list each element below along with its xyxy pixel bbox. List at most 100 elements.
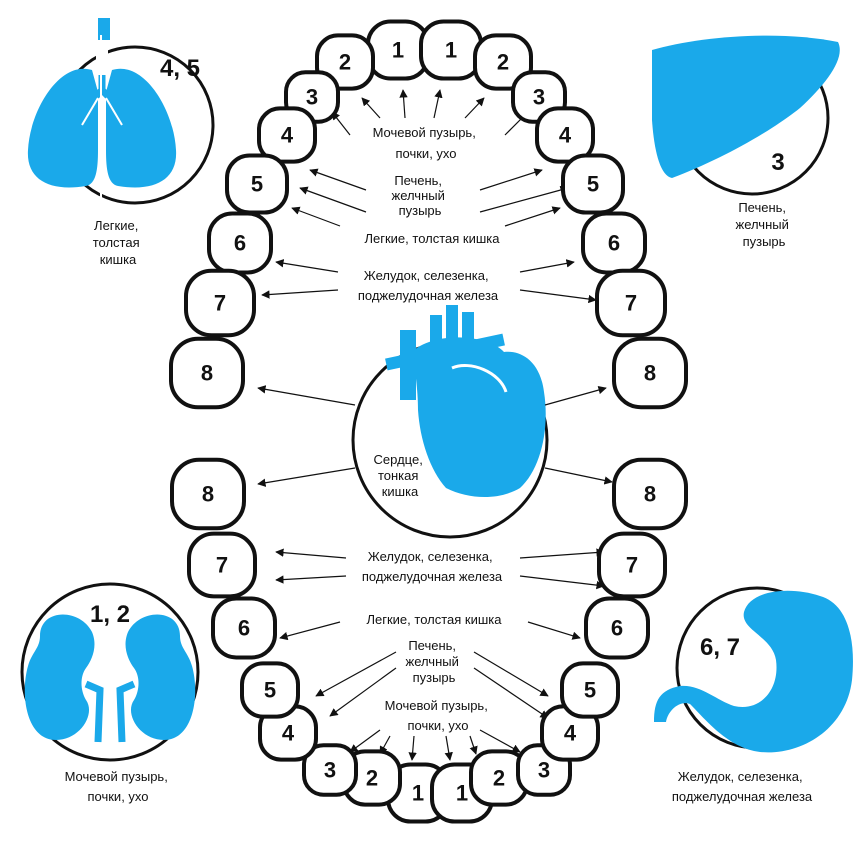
lower-right-tooth-7-number: 7 xyxy=(626,553,638,578)
upper-right-tooth-8-number: 8 xyxy=(644,361,656,386)
lower-label-lungs: Легкие, толстая кишка xyxy=(366,612,502,627)
upper-right-tooth-4: 4 xyxy=(535,106,595,164)
upper-left-tooth-8-outline xyxy=(169,336,245,410)
lower-left-tooth-5-outline xyxy=(240,661,300,719)
upper-right-tooth-5-number: 5 xyxy=(587,172,599,197)
lower-right-tooth-8: 8 xyxy=(612,457,688,531)
lower-left-tooth-6: 6 xyxy=(211,596,277,660)
upper-left-tooth-6-number: 6 xyxy=(234,231,246,256)
upper-bladder-arrow-3 xyxy=(464,97,485,119)
upper-stomach-arrow-2 xyxy=(261,289,339,299)
upper-left-tooth-8: 8 xyxy=(169,336,245,410)
upper-left-tooth-2-number: 2 xyxy=(339,50,351,75)
lower-liver-arrow-2 xyxy=(329,667,397,717)
upper-bladder-arrow-2 xyxy=(433,89,443,119)
upper-stomach-arrow-0 xyxy=(275,259,339,273)
arrows-layer xyxy=(257,89,613,761)
upper-left-tooth-1-number: 1 xyxy=(392,38,404,63)
lower-right-tooth-7-outline xyxy=(597,531,667,599)
upper-right-tooth-2: 2 xyxy=(473,33,533,91)
lower-right-tooth-5: 5 xyxy=(560,661,620,719)
lower-left-tooth-7-outline xyxy=(187,531,257,599)
lower-left-tooth-7: 7 xyxy=(187,531,257,599)
upper-right-tooth-8-outline xyxy=(612,336,688,410)
upper-left-tooth-7-number: 7 xyxy=(214,291,226,316)
lower-left-tooth-6-number: 6 xyxy=(238,616,250,641)
upper-lungs-arrow-1 xyxy=(504,206,561,227)
upper-left-tooth-4-outline xyxy=(257,106,317,164)
upper-label-bladder: Мочевой пузырь, почки, ухо xyxy=(373,125,480,161)
heart-label: Сердце, тонкая кишка xyxy=(374,452,427,499)
upper-left-tooth-3-number: 3 xyxy=(306,85,318,110)
lower-left-tooth-2-number: 2 xyxy=(366,766,378,791)
upper-liver-arrow-1 xyxy=(479,168,543,191)
heart-icon xyxy=(385,305,546,497)
lower-label-liver: Печень, желчный пузырь xyxy=(406,638,463,685)
lower-right-tooth-1-number: 1 xyxy=(456,781,468,806)
upper-label-stomach: Желудок, селезенка, поджелудочная железа xyxy=(358,268,499,303)
lower-label-stomach: Желудок, селезенка, поджелудочная железа xyxy=(362,549,503,584)
lower-right-tooth-8-number: 8 xyxy=(644,482,656,507)
lower-lungs-arrow-1 xyxy=(527,621,581,640)
lower-right-tooth-6-number: 6 xyxy=(611,616,623,641)
heart-arrow-0 xyxy=(257,385,356,406)
lower-right-tooth-2-number: 2 xyxy=(493,766,505,791)
upper-right-tooth-5-outline xyxy=(561,153,625,215)
lower-liver-arrow-0 xyxy=(315,651,397,697)
liver-label: Печень, желчный пузырь xyxy=(736,200,793,249)
lower-bladder-arrow-3 xyxy=(469,735,478,755)
lower-lungs-arrow-0 xyxy=(279,621,341,641)
lower-bladder-arrow-2 xyxy=(444,735,453,761)
lungs-teeth-number: 4, 5 xyxy=(160,55,200,82)
lower-right-tooth-4: 4 xyxy=(540,704,600,762)
lower-right-tooth-5-outline xyxy=(560,661,620,719)
upper-right-tooth-7-number: 7 xyxy=(625,291,637,316)
kidneys-panel: 1, 2 Мочевой пузырь, почки, ухо xyxy=(20,582,200,804)
upper-left-tooth-8-number: 8 xyxy=(201,361,213,386)
upper-label-lungs: Легкие, толстая кишка xyxy=(364,231,500,246)
upper-right-tooth-3-number: 3 xyxy=(533,85,545,110)
upper-liver-arrow-0 xyxy=(309,168,367,191)
kidneys-teeth-number: 1, 2 xyxy=(90,601,130,628)
liver-panel: 3 Печень, желчный пузырь xyxy=(652,35,840,249)
lower-stomach-arrow-3 xyxy=(519,575,605,590)
upper-left-tooth-4-number: 4 xyxy=(281,123,294,148)
lower-left-tooth-8-number: 8 xyxy=(202,482,214,507)
lower-right-tooth-4-number: 4 xyxy=(564,721,577,746)
upper-left-tooth-5-number: 5 xyxy=(251,172,263,197)
liver-teeth-number: 3 xyxy=(771,149,784,176)
lower-label-bladder: Мочевой пузырь, почки, ухо xyxy=(385,698,492,733)
upper-left-tooth-5-outline xyxy=(225,153,289,215)
lower-liver-arrow-3 xyxy=(473,667,549,719)
upper-right-tooth-8: 8 xyxy=(612,336,688,410)
lower-left-tooth-8: 8 xyxy=(170,457,246,531)
lower-bladder-arrow-1 xyxy=(408,735,417,761)
lower-right-tooth-7: 7 xyxy=(597,531,667,599)
lower-right-tooth-6: 6 xyxy=(584,596,650,660)
lower-right-tooth-3-number: 3 xyxy=(538,758,550,783)
upper-stomach-arrow-3 xyxy=(519,289,597,304)
upper-right-tooth-7: 7 xyxy=(595,268,667,338)
upper-lungs-arrow-0 xyxy=(291,206,341,227)
upper-right-tooth-6-number: 6 xyxy=(608,231,620,256)
heart-arrow-2 xyxy=(257,467,356,487)
lower-right-tooth-6-outline xyxy=(584,596,650,660)
lower-left-tooth-8-outline xyxy=(170,457,246,531)
upper-left-tooth-7: 7 xyxy=(184,268,256,338)
heart-arrow-3 xyxy=(544,467,613,485)
lower-left-tooth-5: 5 xyxy=(240,661,300,719)
lower-left-tooth-3-number: 3 xyxy=(324,758,336,783)
lower-right-tooth-2: 2 xyxy=(469,749,529,807)
lungs-icon xyxy=(27,18,177,200)
upper-right-tooth-6: 6 xyxy=(581,211,647,275)
upper-right-tooth-5: 5 xyxy=(561,153,625,215)
lower-right-tooth-5-number: 5 xyxy=(584,678,596,703)
lower-bladder-arrow-4 xyxy=(349,729,381,753)
upper-right-tooth-2-outline xyxy=(473,33,533,91)
upper-right-tooth-2-number: 2 xyxy=(497,50,509,75)
kidneys-label: Мочевой пузырь, почки, ухо xyxy=(65,769,172,804)
upper-right-tooth-1: 1 xyxy=(419,19,483,81)
stomach-label: Желудок, селезенка, поджелудочная железа xyxy=(672,769,813,804)
lower-left-tooth-3-outline xyxy=(302,743,358,797)
